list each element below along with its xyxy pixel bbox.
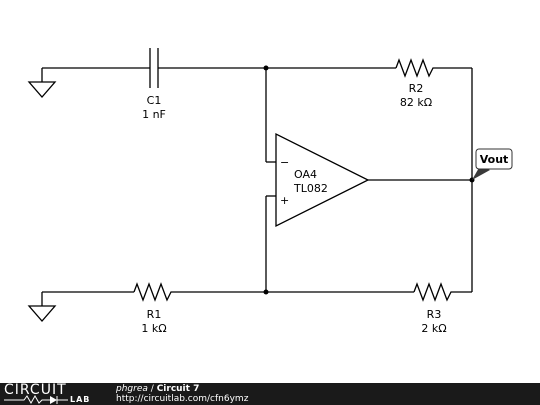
r3-value-label: 2 kΩ [421, 322, 446, 335]
junction-bottom [263, 289, 269, 295]
circuit-url-link[interactable]: http://circuitlab.com/cfn6ymz [116, 394, 249, 404]
r3-name-label: R3 [427, 308, 442, 321]
c1-name-label: C1 [147, 94, 162, 107]
r1-name-label: R1 [147, 308, 162, 321]
opamp-name-label: OA4 [294, 168, 317, 181]
author-separator: / [150, 384, 154, 394]
wires [42, 67, 473, 293]
resistor-logo-icon [4, 395, 68, 404]
vout-label: Vout [480, 153, 509, 166]
footer-bar: CIRCUIT LAB phgrea / Circuit 7 http://ci… [0, 383, 540, 405]
brand-logo-lab: LAB [70, 395, 91, 404]
ground-symbol-bottom [27, 292, 57, 322]
vout-tag-box [475, 148, 513, 170]
circuit-title[interactable]: Circuit 7 [156, 384, 200, 394]
capacitor-c1[interactable] [149, 48, 159, 88]
junction-top [263, 65, 269, 71]
circuit-schematic: C1 1 nF R2 82 kΩ R1 1 kΩ R3 2 kΩ − + OA4… [27, 48, 513, 335]
author-username[interactable]: phgrea [116, 384, 148, 394]
r1-value-label: 1 kΩ [141, 322, 166, 335]
r2-value-label: 82 kΩ [400, 96, 432, 109]
opamp-plus-sign: + [280, 194, 289, 207]
r2-name-label: R2 [409, 82, 424, 95]
resistor-r3[interactable] [413, 282, 454, 302]
resistor-r1[interactable] [133, 282, 174, 302]
opamp-minus-sign: − [280, 156, 289, 169]
brand-logo-circuit: CIRCUIT [4, 382, 67, 398]
ground-symbol-top [27, 68, 57, 98]
opamp-part-label: TL082 [293, 182, 328, 195]
vout-tag[interactable]: Vout [472, 148, 513, 180]
footer-author-line: phgrea / Circuit 7 [116, 384, 199, 394]
c1-value-label: 1 nF [142, 108, 166, 121]
opamp-triangle[interactable] [275, 132, 370, 228]
resistor-r2[interactable] [395, 58, 436, 78]
